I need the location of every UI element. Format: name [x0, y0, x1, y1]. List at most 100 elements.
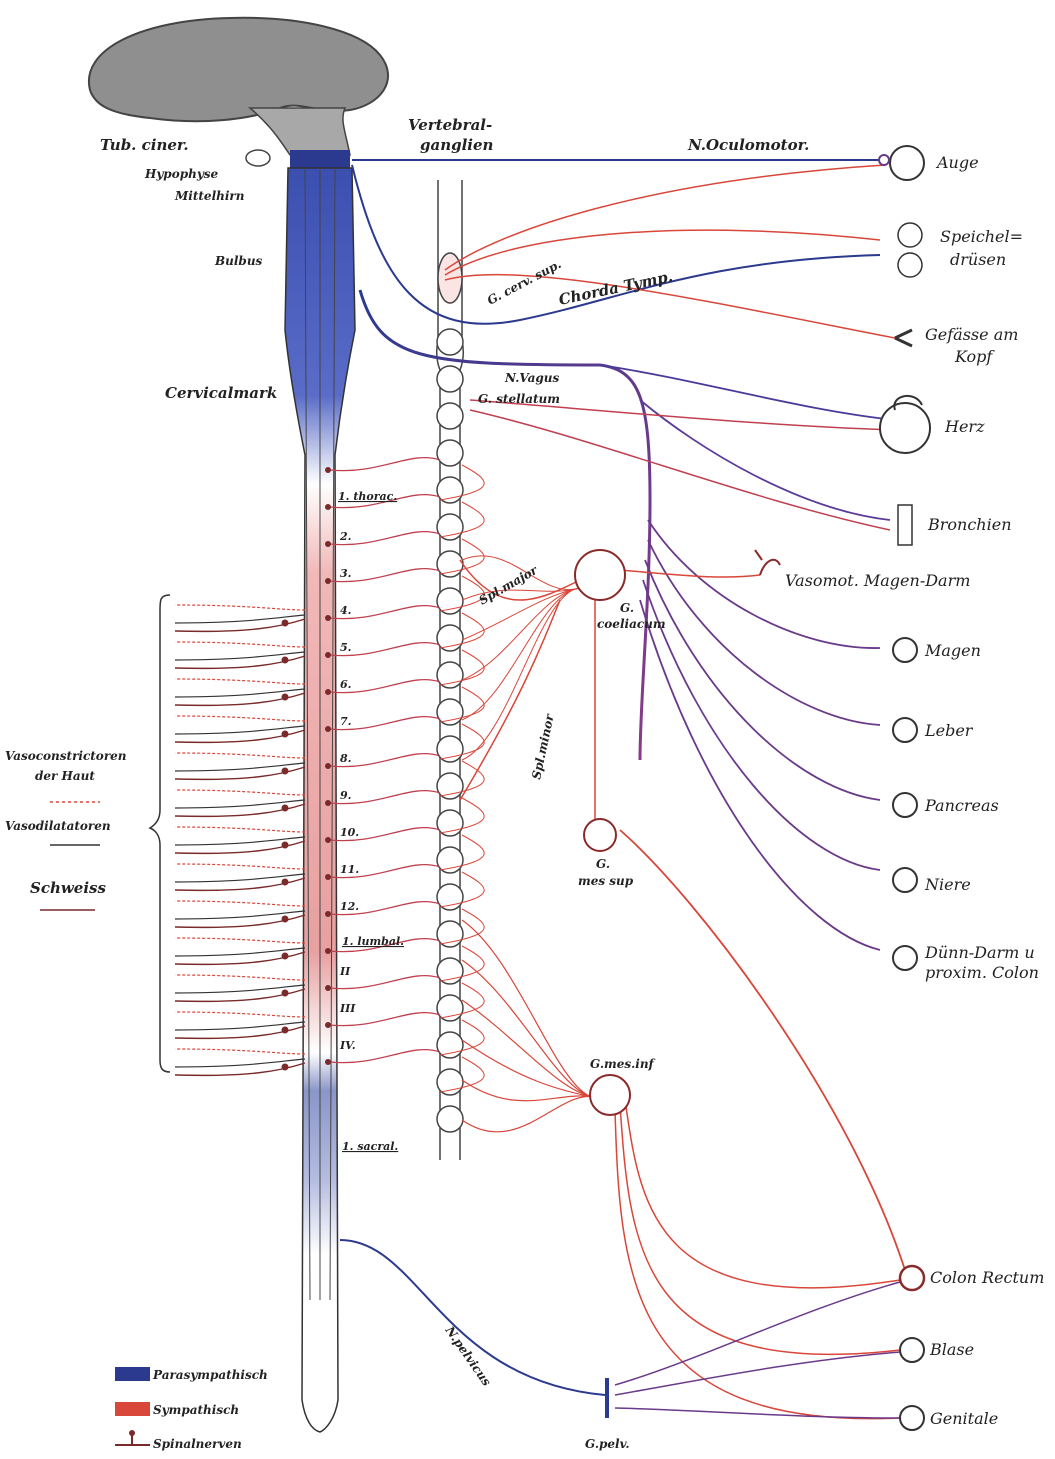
lumbal-label: 1. lumbal.	[342, 935, 404, 948]
mes-inf-to-blase	[620, 1105, 900, 1354]
pelv-to-blase	[615, 1352, 900, 1395]
spinal-root-dot	[325, 615, 331, 621]
segment-label: II	[339, 965, 351, 978]
segment-label: III	[339, 1002, 356, 1015]
chain-ganglion	[437, 662, 463, 688]
spinal-root-dot	[325, 652, 331, 658]
skin-ganglion-dot	[282, 879, 289, 886]
spinal-root-dot	[325, 726, 331, 732]
skin-ganglion-dot	[282, 1064, 289, 1071]
legend-sympathisch-label: Sympathisch	[153, 1403, 239, 1417]
skin-vasoconstrictor-nerve	[175, 790, 305, 795]
vasodilatatoren-label: Vasodilatatoren	[5, 819, 111, 833]
auge-shape	[890, 146, 924, 180]
legend-parasympathisch-label: Parasympathisch	[152, 1368, 268, 1382]
chain-ganglion	[437, 366, 463, 392]
speicheldruesen-label-2: drüsen	[950, 250, 1006, 269]
pancreas-label: Pancreas	[924, 796, 999, 815]
skin-ganglion-dot	[282, 731, 289, 738]
gefaesse-shape	[895, 330, 912, 346]
schweiss-label: Schweiss	[30, 879, 106, 897]
ganglia	[575, 550, 630, 1418]
gefaesse-label-2: Kopf	[954, 347, 995, 366]
chain-ganglion	[437, 477, 463, 503]
magen-label: Magen	[924, 641, 981, 660]
pelv-to-genitale	[615, 1408, 900, 1418]
niere-label: Niere	[924, 875, 971, 894]
spinal-root-dot	[325, 763, 331, 769]
vagus-to-kidney	[643, 580, 880, 870]
vagus-to-intestine	[640, 600, 880, 950]
skin-ganglion-dot	[282, 990, 289, 997]
skin-vasoconstrictor-nerve	[175, 864, 305, 869]
sympathetic-chain	[437, 180, 464, 1160]
niere-shape	[893, 868, 917, 892]
chorda-tymp-label: Chorda Tymp.	[557, 267, 674, 309]
tub-ciner-label: Tub. ciner.	[100, 136, 189, 154]
spinal-root-dot	[325, 948, 331, 954]
chain-ganglion	[437, 329, 463, 355]
segment-label: 7.	[340, 715, 352, 728]
speicheldruesen-label-1: Speichel=	[940, 227, 1023, 246]
chain-ganglion	[437, 773, 463, 799]
n-vagus-label: N.Vagus	[504, 371, 559, 385]
segment-label: 4.	[340, 604, 352, 617]
speicheldruese-1	[898, 223, 922, 247]
g-mes-inf-label: G.mes.inf	[590, 1057, 656, 1071]
g-mes-sup-label-2: mes sup	[578, 874, 634, 888]
skin-nerves	[175, 605, 305, 1075]
spinal-root-dot	[325, 578, 331, 584]
auge-label: Auge	[935, 153, 979, 172]
thorac-label: 1. thorac.	[338, 490, 397, 503]
chain-ganglion	[437, 403, 463, 429]
spinal-root-dot	[325, 541, 331, 547]
legend-spinalnerven-label: Spinalnerven	[153, 1437, 242, 1451]
skin-ganglion-dot	[282, 768, 289, 775]
chain-ganglion	[437, 699, 463, 725]
segment-label: 6.	[340, 678, 352, 691]
herz-shape	[880, 403, 930, 453]
speicheldruese-2	[898, 253, 922, 277]
organs	[755, 146, 930, 1430]
skin-ganglion-dot	[282, 657, 289, 664]
chain-ganglion	[437, 1106, 463, 1132]
chain-ganglion	[437, 551, 463, 577]
segment-label: 3.	[340, 567, 352, 580]
chain-ganglion	[437, 995, 463, 1021]
skin-brace	[150, 595, 170, 1072]
cervicalmark-label: Cervicalmark	[165, 384, 277, 402]
g-mes-sup-label-1: G.	[596, 857, 610, 871]
hypophyse-shape	[246, 150, 270, 166]
mes-sup-to-colon	[620, 830, 905, 1270]
skin-ganglion-dot	[282, 620, 289, 627]
skin-ganglion-dot	[282, 694, 289, 701]
ramus-mes-inf	[462, 1000, 598, 1098]
skin-vasoconstrictor-nerve	[175, 679, 305, 684]
g-mes-sup-circle	[584, 819, 616, 851]
blase-label: Blase	[929, 1340, 974, 1359]
gefaesse-label-1: Gefässe am	[925, 325, 1018, 344]
duenn-darm-label-2: proxim. Colon	[925, 963, 1039, 982]
g-coeliacum-label-2: coeliacum	[597, 617, 666, 631]
chain-ganglion	[437, 588, 463, 614]
segment-label: 10.	[340, 826, 359, 839]
chain-ganglion	[437, 1032, 463, 1058]
segment-label: 5.	[340, 641, 352, 654]
skin-vasoconstrictor-nerve	[175, 642, 305, 647]
chain-ganglion	[437, 958, 463, 984]
skin-vasoconstrictor-nerve	[175, 1049, 305, 1054]
chain-ganglion	[437, 921, 463, 947]
legend-spinalnerven-dot	[129, 1430, 135, 1436]
leber-shape	[893, 718, 917, 742]
n-pelvicus-label: N.pelvicus	[442, 1323, 494, 1389]
spinal-root-dot	[325, 800, 331, 806]
chain-ganglion	[437, 810, 463, 836]
brainstem-shape	[250, 108, 350, 155]
stellate-to-bronchi	[470, 410, 890, 530]
spinal-root-dot	[325, 1022, 331, 1028]
chorda-tympani-nerve	[352, 165, 880, 324]
mittelhirn-label: Mittelhirn	[174, 189, 244, 203]
cerebrum-shape	[89, 18, 388, 121]
